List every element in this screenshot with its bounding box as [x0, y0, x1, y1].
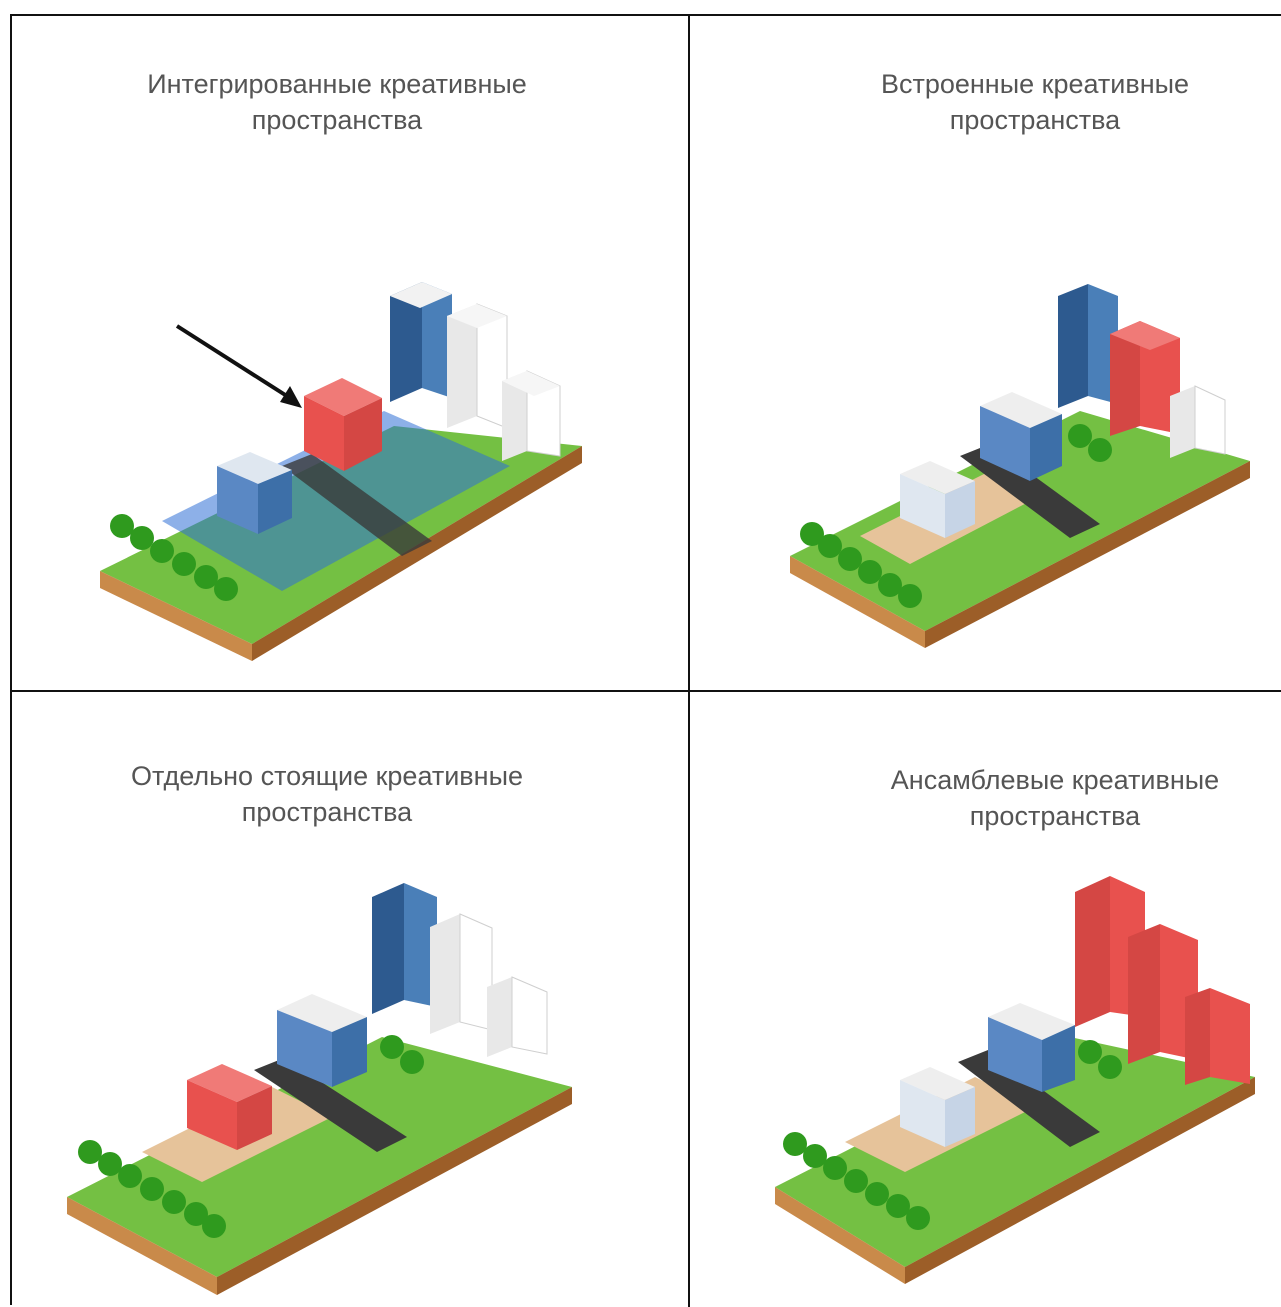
tree-row — [783, 1040, 1122, 1230]
highlighted-red-building — [304, 378, 382, 471]
white-building-1 — [447, 303, 508, 429]
small-office-building — [900, 1067, 975, 1147]
white-building-2 — [487, 976, 548, 1057]
panel-title-line2: пространства — [949, 105, 1121, 135]
white-building — [1170, 385, 1226, 458]
ground-platform — [790, 411, 1250, 648]
panel-title-line2: пространства — [251, 105, 423, 135]
small-office-building — [217, 452, 292, 534]
white-building-1 — [430, 913, 493, 1034]
highlighted-red-building — [187, 1064, 272, 1150]
small-office-building — [900, 461, 975, 538]
panel-title: Интегрированные креативные пространства — [12, 66, 662, 138]
panel-standalone: Отдельно стоящие креативные пространства — [12, 692, 690, 1307]
tree-row — [110, 514, 238, 601]
panel-title: Ансамблевые креативные пространства — [690, 762, 1281, 834]
tower-building — [1058, 284, 1118, 408]
panel-integrated: Интегрированные креативные пространства — [12, 16, 690, 692]
tree-row — [78, 1035, 424, 1238]
panel-title: Встроенные креативные пространства — [690, 66, 1281, 138]
highlighted-red-building-group — [1075, 876, 1250, 1085]
panel-title-line1: Встроенные креативные — [880, 69, 1190, 99]
road — [960, 444, 1100, 538]
white-building-2 — [502, 370, 561, 461]
road — [254, 1058, 407, 1152]
tower-building — [372, 883, 437, 1014]
panel-title: Отдельно стоящие креативные пространства — [12, 758, 642, 830]
road — [958, 1050, 1100, 1147]
city-block-illustration — [775, 876, 1255, 1284]
tree-row — [800, 424, 1112, 608]
panel-ensemble: Ансамблевые креативные пространства — [690, 692, 1281, 1307]
panel-built-in: Встроенные креативные пространства — [690, 16, 1281, 692]
highlighted-red-building — [1110, 321, 1180, 436]
city-block-illustration — [67, 883, 572, 1295]
panel-title-line1: Интегрированные креативные — [147, 69, 527, 99]
panel-title-line2: пространства — [241, 797, 413, 827]
city-block-illustration — [100, 282, 582, 661]
glass-office-building — [980, 392, 1062, 481]
road — [282, 454, 432, 556]
panel-title-line1: Ансамблевые креативные — [890, 765, 1220, 795]
panel-title-line2: пространства — [969, 801, 1141, 831]
glass-office-building — [277, 994, 367, 1087]
panel-grid: Интегрированные креативные пространства — [10, 14, 1281, 1307]
panel-title-line1: Отдельно стоящие креативные — [130, 761, 523, 791]
arrow-icon — [175, 324, 302, 408]
glass-office-building — [988, 1003, 1075, 1092]
city-block-illustration — [790, 284, 1250, 648]
tower-building — [390, 282, 452, 402]
